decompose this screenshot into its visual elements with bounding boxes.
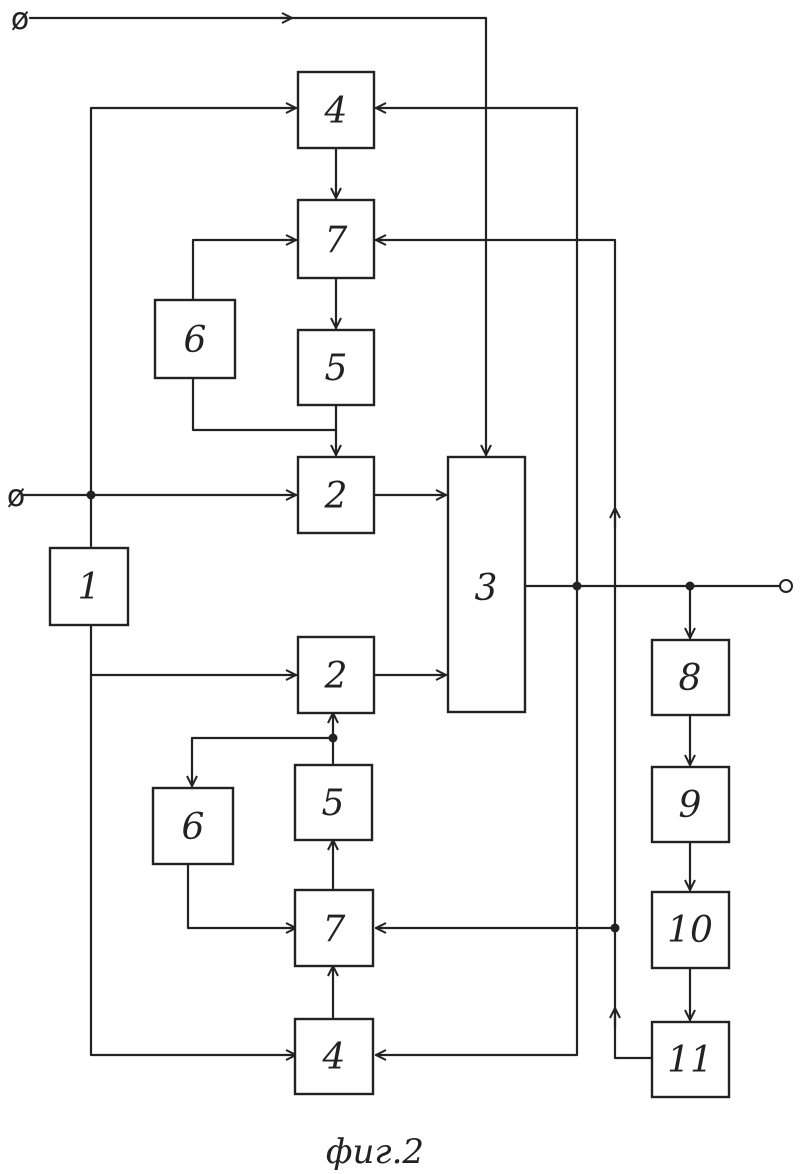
input-mid-terminal: ø <box>7 479 25 514</box>
block-2-bottom: 2 <box>298 637 374 713</box>
block-4-top: 4 <box>298 72 374 148</box>
block-4-bottom: 4 <box>295 1019 373 1094</box>
block-7-bottom-label: 7 <box>323 909 346 950</box>
blocks: 4 7 6 5 2 1 3 2 <box>50 72 729 1097</box>
block-7-top-label: 7 <box>325 220 348 261</box>
block-7-bottom: 7 <box>295 890 373 966</box>
block-11-label: 11 <box>667 1040 713 1081</box>
block-3: 3 <box>448 457 525 712</box>
block-10-label: 10 <box>667 910 713 951</box>
block-2-top: 2 <box>298 457 374 533</box>
block-5-top: 5 <box>298 330 374 405</box>
wire-6bot-to-7bot <box>188 864 296 928</box>
block-1: 1 <box>50 548 128 625</box>
junction-bottom-5 <box>329 734 338 743</box>
block-5-top-label: 5 <box>325 348 348 389</box>
block-2-bottom-label: 2 <box>324 656 348 697</box>
block-8-label: 8 <box>679 658 702 699</box>
junction-left-bus <box>87 491 96 500</box>
block-8: 8 <box>652 640 729 715</box>
figure-caption: фиг.2 <box>326 1132 424 1172</box>
block-10: 10 <box>652 892 729 968</box>
output-terminal <box>780 580 792 592</box>
block-2-top-label: 2 <box>324 476 348 517</box>
wire-input-top-to-3 <box>30 18 486 455</box>
block-7-top: 7 <box>298 200 374 278</box>
junction-feedback-7bot <box>611 924 620 933</box>
block-6-bottom-label: 6 <box>182 807 205 848</box>
block-4-bottom-label: 4 <box>322 1037 346 1078</box>
block-11: 11 <box>652 1022 729 1097</box>
input-top-terminal: ø <box>11 2 29 37</box>
junction-output-feedback <box>573 582 582 591</box>
terminals: ø ø <box>7 2 792 592</box>
block-6-top-label: 6 <box>184 320 207 361</box>
block-9-label: 9 <box>679 785 702 826</box>
wire-6top-to-7top <box>193 240 296 300</box>
block-1-label: 1 <box>78 567 101 608</box>
block-3-label: 3 <box>475 568 498 609</box>
block-6-top: 6 <box>155 300 235 378</box>
block-4-top-label: 4 <box>324 91 348 132</box>
junctions <box>87 491 695 933</box>
block-9: 9 <box>652 767 729 842</box>
block-5-bottom: 5 <box>295 765 372 840</box>
wire-1-to-2bot <box>91 625 296 675</box>
block-6-bottom: 6 <box>153 788 233 864</box>
junction-output-8 <box>686 582 695 591</box>
block-5-bottom-label: 5 <box>322 783 345 824</box>
